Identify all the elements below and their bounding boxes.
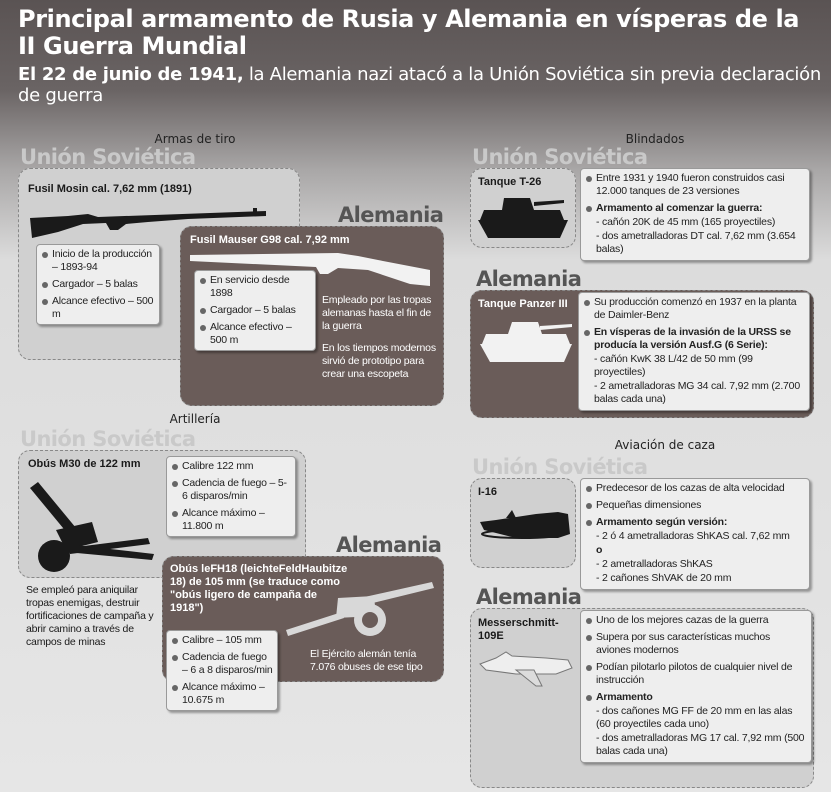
- mauser-facts: En servicio desde 1898 Cargador – 5 bala…: [194, 270, 316, 351]
- fact-item: - 2 ametralladoras MG 34 cal. 7,92 mm (2…: [594, 380, 800, 405]
- fact-item: En vísperas de la invasión de la URSS se…: [584, 326, 805, 352]
- mauser-rifle-icon: [190, 253, 430, 286]
- m30-note: Se empleó para aniquilar tropas enemigas…: [26, 584, 154, 648]
- section-fighters: Aviación de caza: [614, 438, 716, 452]
- m30-facts: Calibre 122 mm Cadencia de fuego – 5-6 d…: [166, 456, 296, 537]
- subtitle-text: la Alemania nazi atacó a la Unión Soviét…: [18, 64, 821, 106]
- fact-item: - dos ametralladoras DT cal. 7,62 mm (3.…: [596, 230, 796, 255]
- t26-tank-icon: [478, 198, 568, 238]
- country-label-soviet: Unión Soviética: [20, 145, 196, 169]
- fact-item: - dos ametralladoras MG 17 cal. 7,92 mm …: [596, 732, 805, 757]
- fact-item: o: [596, 544, 603, 556]
- fact-item: Armamento: [586, 691, 807, 704]
- section-artillery: Artillería: [169, 412, 221, 426]
- panzer-name: Tanque Panzer III: [478, 298, 568, 310]
- bf109-name: Messerschmitt-109E: [478, 617, 559, 642]
- country-label-german: Alemania: [336, 533, 442, 557]
- fact-item: En servicio desde 1898: [200, 274, 311, 300]
- fact-item: - cañón KwK 38 L/42 de 50 mm (99 proyect…: [594, 353, 753, 378]
- country-label-soviet: Unión Soviética: [472, 145, 648, 169]
- fact-item: - 2 ó 4 ametralladoras ShKAS cal. 7,62 m…: [596, 530, 790, 542]
- i16-name: I-16: [478, 486, 497, 498]
- lefh18-note: El Ejército alemán tenía 7.076 obuses de…: [310, 648, 423, 673]
- mosin-name: Fusil Mosin cal. 7,62 mm (1891): [28, 183, 192, 195]
- lefh18-name: Obús leFH18 (leichteFeldHaubitze 18) de …: [170, 563, 348, 614]
- lefh18-facts: Calibre – 105 mm Cadencia de fuego – 6 a…: [166, 630, 278, 711]
- fact-item: Supera por sus características muchos av…: [586, 631, 807, 657]
- subtitle-date: El 22 de junio de 1941,: [18, 64, 244, 85]
- mosin-rifle-icon: [30, 208, 266, 238]
- mauser-note-1: Empleado por las tropas alemanas hasta e…: [322, 294, 432, 332]
- m30-name: Obús M30 de 122 mm: [28, 458, 141, 470]
- t26-facts: Entre 1931 y 1940 fueron construidos cas…: [580, 168, 810, 261]
- fact-item: Cargador – 5 balas: [42, 278, 155, 291]
- m30-howitzer-icon: [30, 482, 154, 572]
- fact-item: Alcance efectivo – 500 m: [42, 295, 155, 321]
- fact-item: Calibre 122 mm: [172, 460, 291, 473]
- panzer-facts: Su producción comenzó en 1937 en la plan…: [578, 292, 810, 411]
- fact-item: Entre 1931 y 1940 fueron construidos cas…: [586, 172, 805, 198]
- country-label-german: Alemania: [338, 203, 444, 227]
- fact-item: Inicio de la producción – 1893-94: [42, 248, 155, 274]
- page-subtitle: El 22 de junio de 1941, la Alemania nazi…: [18, 64, 828, 106]
- fact-item: Cadencia de fuego – 6 a 8 disparos/min: [172, 651, 273, 677]
- page-title: Principal armamento de Rusia y Alemania …: [18, 5, 800, 60]
- fact-item: Pequeñas dimensiones: [586, 499, 805, 512]
- fact-item: Armamento según versión:: [586, 516, 805, 529]
- fact-item: Uno de los mejores cazas de la guerra: [586, 614, 807, 627]
- fact-item: Cadencia de fuego – 5-6 disparos/min: [172, 477, 291, 503]
- fact-item: Armamento al comenzar la guerra:: [586, 202, 805, 215]
- mosin-facts: Inicio de la producción – 1893-94 Cargad…: [36, 244, 160, 325]
- country-label-german: Alemania: [476, 585, 582, 609]
- fact-item: - cañón 20K de 45 mm (165 proyectiles): [596, 216, 776, 228]
- panzer-tank-icon: [480, 322, 572, 362]
- fact-item: - 2 ametralladoras ShKAS: [596, 558, 713, 570]
- fact-item: Cargador – 5 balas: [200, 304, 311, 317]
- fact-item: Alcance efectivo – 500 m: [200, 321, 311, 347]
- section-small-arms: Armas de tiro: [154, 132, 236, 146]
- country-label-soviet: Unión Soviética: [472, 455, 648, 479]
- t26-name: Tanque T-26: [478, 176, 542, 188]
- fact-item: Su producción comenzó en 1937 en la plan…: [584, 296, 805, 322]
- fact-item: Alcance máximo – 11.800 m: [172, 507, 291, 533]
- lefh18-howitzer-icon: [286, 582, 434, 636]
- fact-item: Alcance máximo – 10.675 m: [172, 681, 273, 707]
- country-label-soviet: Unión Soviética: [20, 427, 196, 451]
- mauser-note-2: En los tiempos modernos sirvió de protot…: [322, 342, 436, 380]
- country-label-german: Alemania: [476, 267, 582, 291]
- i16-plane-icon: [480, 510, 570, 539]
- fact-item: Predecesor de los cazas de alta velocida…: [586, 482, 805, 495]
- section-armor: Blindados: [625, 132, 685, 146]
- i16-facts: Predecesor de los cazas de alta velocida…: [580, 478, 810, 590]
- fact-item: - 2 cañones ShVAK de 20 mm: [596, 572, 732, 584]
- fact-item: Calibre – 105 mm: [172, 634, 273, 647]
- fact-item: - dos cañones MG FF de 20 mm en las alas…: [596, 705, 793, 730]
- bf109-plane-icon: [479, 651, 573, 687]
- mauser-name: Fusil Mauser G98 cal. 7,92 mm: [190, 234, 350, 246]
- fact-item: Podían pilotarlo pilotos de cualquier ni…: [586, 661, 807, 687]
